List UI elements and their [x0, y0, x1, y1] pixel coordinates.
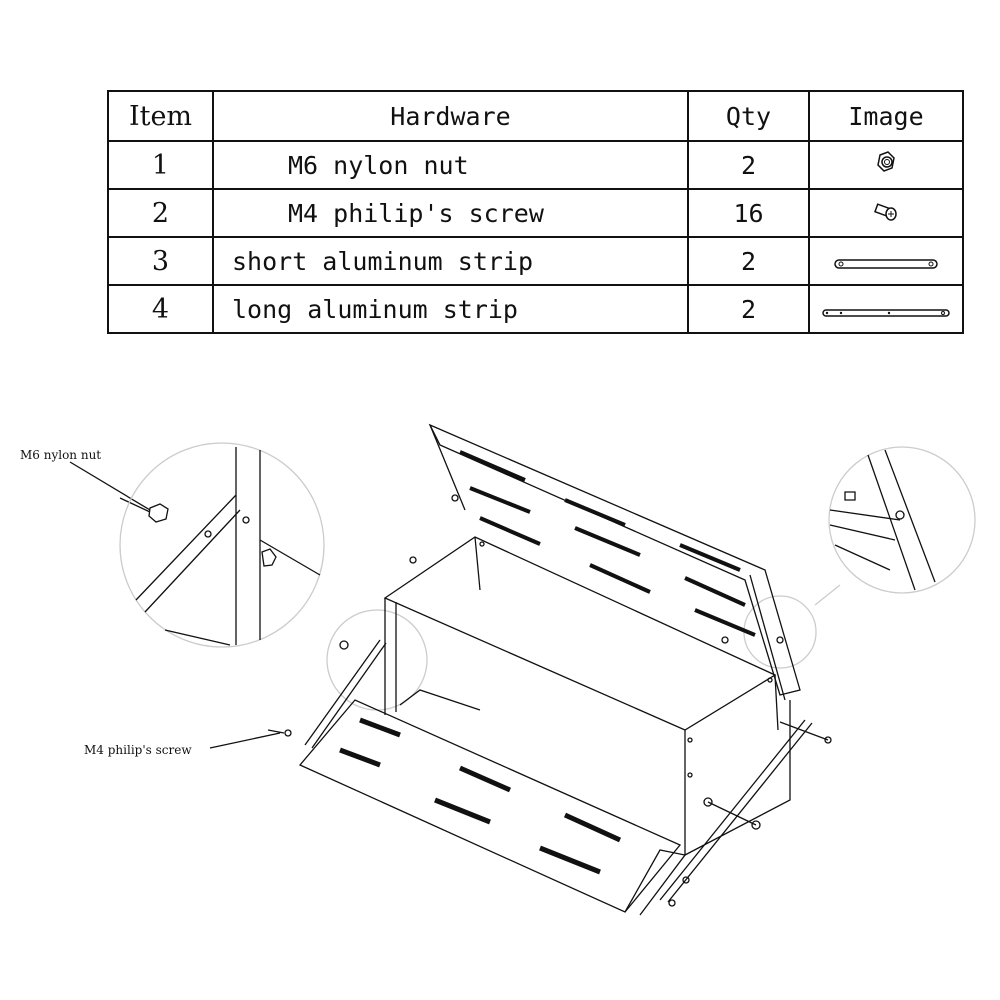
item-number: 4: [107, 284, 214, 334]
hardware-parts: [284, 494, 832, 907]
table-row: 4 long aluminum strip 2: [107, 284, 964, 334]
screw-icon: [808, 188, 964, 238]
right-detail-circle: [814, 446, 976, 606]
feeder-lid: [428, 423, 801, 696]
left-detail-circle: [119, 442, 325, 648]
hardware-name: long aluminum strip: [212, 284, 689, 334]
feeder-box: [383, 536, 791, 856]
hardware-name: short aluminum strip: [212, 236, 689, 286]
small-detail-circle-right: [743, 595, 817, 669]
long-strip-icon: [808, 284, 964, 334]
callout-nut-label: M6 nylon nut: [20, 448, 102, 462]
header-hardware: Hardware: [212, 90, 689, 142]
small-detail-circle-left: [326, 609, 428, 711]
table-header-row: Item Hardware Qty Image: [107, 90, 964, 142]
hardware-name: M6 nylon nut: [212, 140, 689, 190]
table-row: 1 M6 nylon nut 2: [107, 140, 964, 190]
qty: 16: [687, 188, 810, 238]
table-row: 2 M4 philip's screw 16: [107, 188, 964, 238]
nut-leader-line: [69, 461, 151, 513]
item-number: 2: [107, 188, 214, 238]
header-item: Item: [107, 90, 214, 142]
item-number: 1: [107, 140, 214, 190]
table-row: 3 short aluminum strip 2: [107, 236, 964, 286]
nylon-nut-icon: [808, 140, 964, 190]
aluminum-strips: [304, 574, 813, 903]
callout-screw-label: M4 philip's screw: [84, 743, 192, 757]
hardware-name: M4 philip's screw: [212, 188, 689, 238]
feeder-treadle: [298, 699, 687, 916]
qty: 2: [687, 284, 810, 334]
short-strip-icon: [808, 236, 964, 286]
item-number: 3: [107, 236, 214, 286]
qty: 2: [687, 236, 810, 286]
qty: 2: [687, 140, 810, 190]
screw-leader-line: [209, 729, 285, 749]
header-image: Image: [808, 90, 964, 142]
header-qty: Qty: [687, 90, 810, 142]
hardware-table: Item Hardware Qty Image 1 M6 nylon nut 2…: [107, 90, 964, 334]
